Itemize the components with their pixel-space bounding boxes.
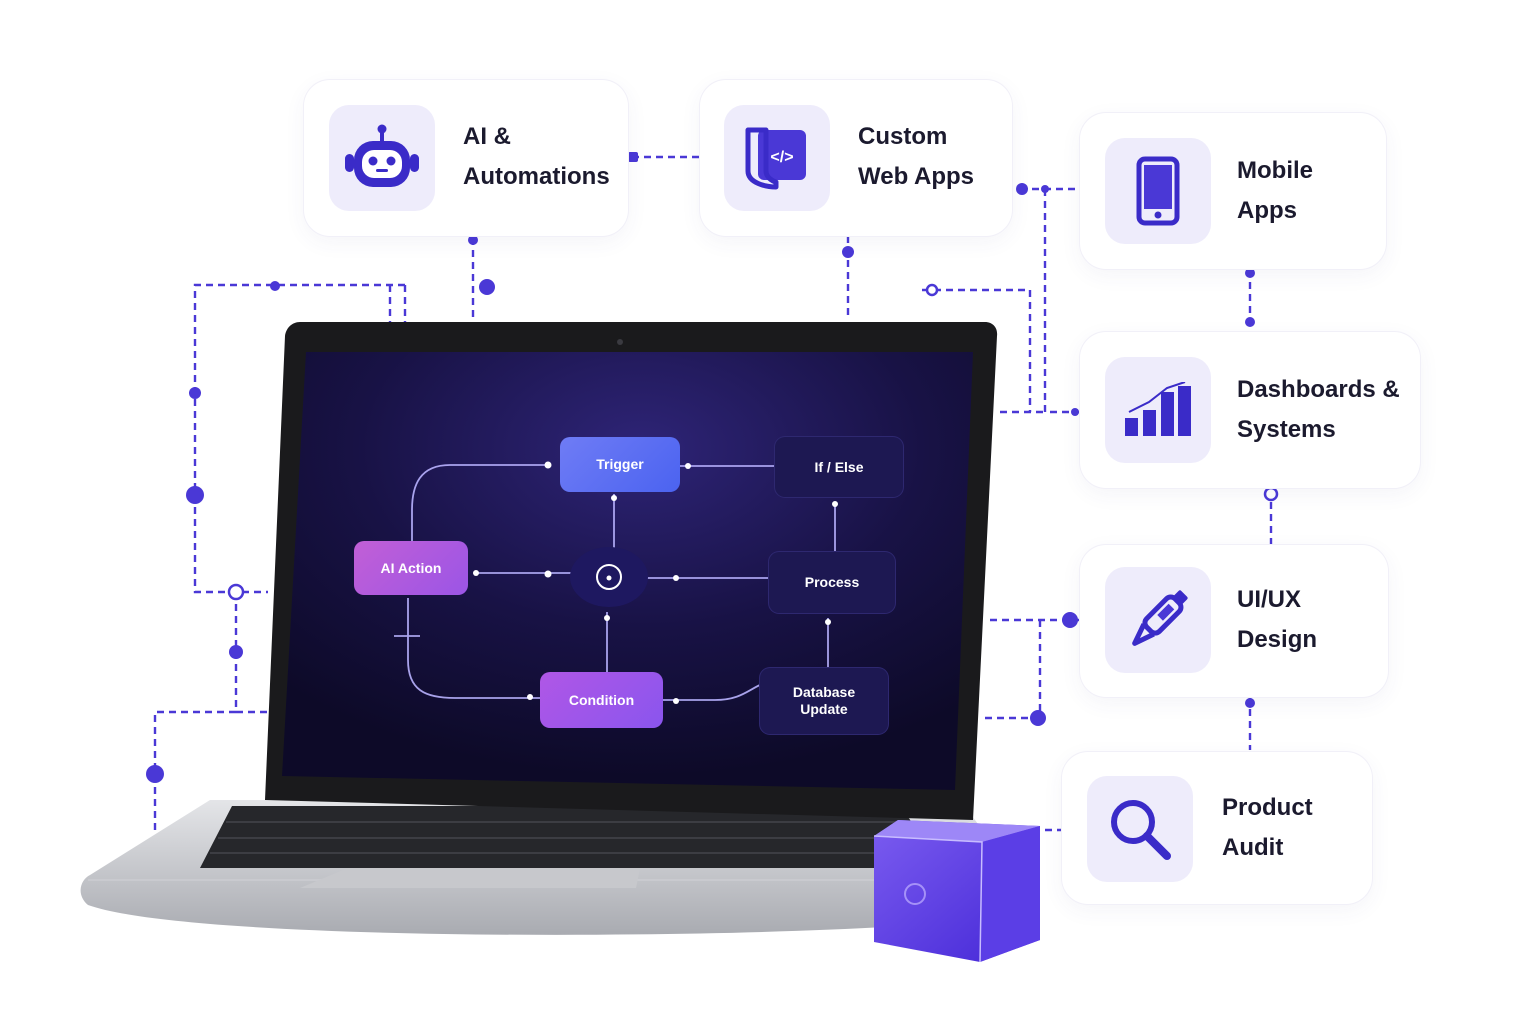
service-card-product-audit[interactable]: Product Audit (1062, 752, 1372, 904)
icon-box (1087, 776, 1193, 882)
icon-box (1105, 567, 1211, 673)
card-title-line1: Custom (858, 123, 948, 150)
card-label: Product Audit (1222, 788, 1313, 868)
card-label: Dashboards & Systems (1237, 370, 1400, 450)
flow-node-if-else[interactable]: If / Else (775, 437, 903, 497)
icon-box: </> (724, 105, 830, 211)
card-title-line1: Dashboards & (1237, 376, 1400, 403)
service-card-custom-web-apps[interactable]: </> Custom Web Apps (700, 80, 1012, 236)
icon-box (329, 105, 435, 211)
magnifier-icon (1111, 800, 1171, 860)
robot-icon (345, 124, 419, 187)
flow-node-process[interactable]: Process (769, 552, 895, 613)
bar-chart-icon (1125, 382, 1191, 436)
card-title-line1: UI/UX (1237, 586, 1302, 613)
card-title-line2: Web Apps (858, 163, 975, 190)
card-label: Custom Web Apps (858, 117, 974, 197)
mobile-phone-icon (1136, 156, 1180, 226)
card-title-line1: AI & (463, 123, 511, 150)
card-label: UI/UX Design (1237, 580, 1317, 660)
webcam (617, 339, 623, 345)
flow-node-condition[interactable]: Condition (540, 672, 663, 728)
icon-box (1105, 138, 1211, 244)
web-app-icon: </> (745, 127, 806, 190)
trackpad (300, 868, 640, 888)
service-card-dashboards-systems[interactable]: Dashboards & Systems (1080, 332, 1420, 488)
glass-cube (873, 820, 1040, 963)
card-title-line2: Audit (1222, 834, 1284, 861)
icon-box (1105, 357, 1211, 463)
service-card-mobile-apps[interactable]: Mobile Apps (1080, 113, 1386, 269)
card-title-line2: Systems (1237, 416, 1336, 443)
service-card-ai-automations[interactable]: AI & Automations (304, 80, 628, 236)
card-title-line2: Automations (463, 163, 610, 190)
svg-text:</>: </> (770, 149, 793, 166)
card-label: AI & Automations (463, 117, 610, 197)
card-title-line1: Product (1222, 794, 1313, 821)
pen-tool-icon (1132, 590, 1188, 646)
flow-node-ai-action[interactable]: AI Action (354, 541, 468, 595)
card-title-line2: Apps (1237, 197, 1297, 224)
card-title-line2: Design (1237, 626, 1318, 653)
database-line2: Update (800, 701, 848, 717)
card-title-line1: Mobile (1237, 157, 1313, 184)
database-line1: Database (792, 684, 856, 700)
card-label: Mobile Apps (1237, 151, 1313, 231)
flow-node-trigger[interactable]: Trigger (560, 437, 680, 492)
service-card-ui-ux-design[interactable]: UI/UX Design (1080, 545, 1388, 697)
flow-node-database-update[interactable]: Database Update (760, 668, 888, 734)
